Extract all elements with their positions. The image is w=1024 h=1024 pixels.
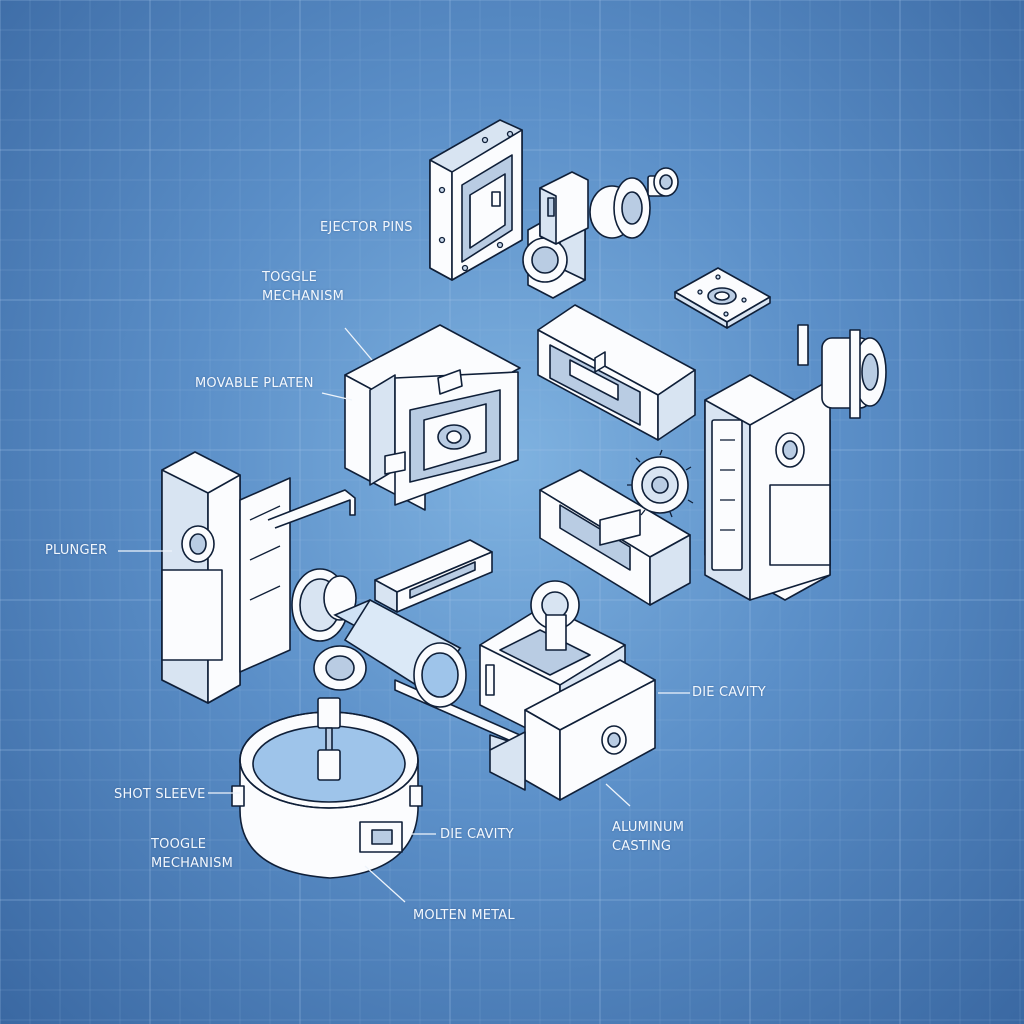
molten-metal-ladle	[231, 697, 423, 879]
gear-drive-assembly	[522, 167, 679, 299]
label-die-cavity-right: DIE CAVITY	[692, 685, 766, 700]
plunger-injection-unit	[161, 451, 357, 704]
mounting-plate	[674, 267, 771, 329]
label-aluminum-casting: ALUMINUM CASTING	[612, 820, 685, 854]
shot-sleeve-cylinder	[313, 598, 467, 708]
label-toggle-mechanism-top: TOGGLE MECHANISM	[262, 270, 345, 304]
aluminum-casting-block	[489, 659, 656, 801]
label-toggle-mechanism-bottom: TOOGLE MECHANISM	[151, 837, 234, 871]
ejector-plate-assembly	[429, 119, 523, 281]
label-shot-sleeve: SHOT SLEEVE	[114, 787, 206, 802]
label-movable-platen: MOVABLE PLATEN	[195, 376, 314, 391]
gear-die-block	[539, 449, 694, 606]
label-ejector-pins: EJECTOR PINS	[320, 220, 413, 235]
movable-platen-block	[344, 324, 521, 511]
label-plunger: PLUNGER	[45, 543, 108, 558]
label-die-cavity-bottom: DIE CAVITY	[440, 827, 514, 842]
leader-lines	[118, 327, 690, 903]
fixed-die-half	[537, 304, 696, 441]
toggle-clamp-unit	[704, 324, 887, 601]
label-molten-metal: MOLTEN METAL	[413, 908, 515, 923]
